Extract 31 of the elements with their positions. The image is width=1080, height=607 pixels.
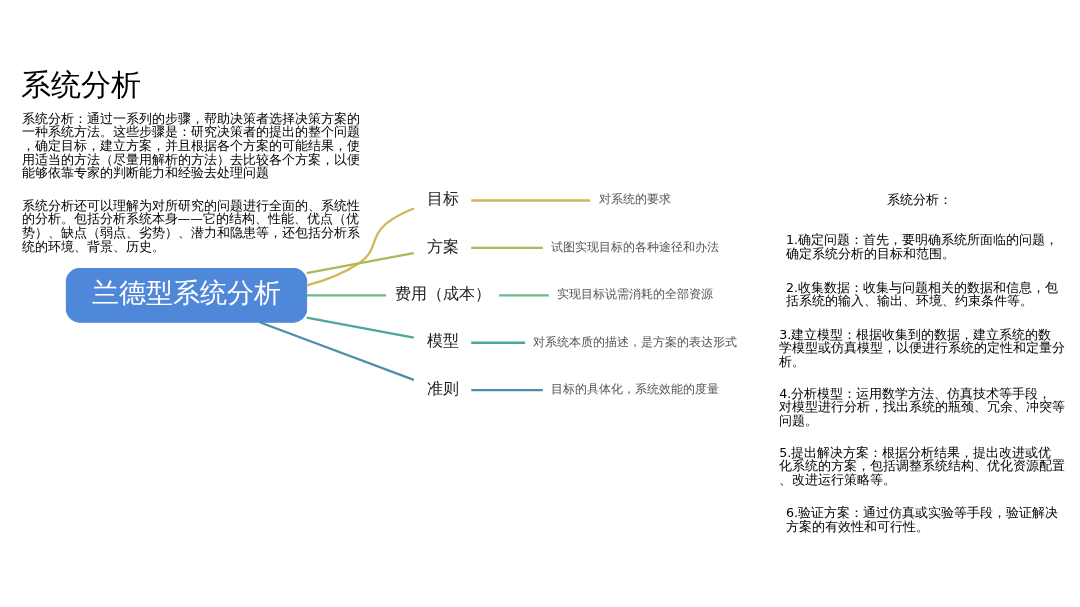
label: 4.分析模型：运用数学方法、仿真技术等手段，对模型进行分析，找出系统的瓶颈、冗余、冲突等问题。 (779, 385, 1066, 429)
node-text: 对系统本质的描述，是方案的表达形式 (532, 334, 737, 349)
connector (471, 389, 543, 392)
label: 2.收集数据：收集与问题相关的数据和信息，包括系统的输入、输出、环境、约束条件等。 (786, 279, 1059, 309)
label: 1.确定问题：首先，要明确系统所面临的问题，确定系统分析的目标和范围。 (786, 232, 1059, 262)
label: 系统分析还可以理解为对所研究的问题进行全面的、系统性的分析。包括分析系统本身——它的结构、性能、优点（优势）、缺点（弱点、劣势）、潜力和隐患等，还包括分析系统的环境、背景、历史。 (21, 197, 360, 254)
connector (306, 316, 414, 339)
node-text: 对系统的要求 (598, 192, 671, 207)
label: 系统分析： (886, 191, 952, 207)
node-text: 目标 (426, 189, 459, 209)
connector (471, 341, 526, 344)
diagram-title: 系统分析 (20, 68, 141, 103)
label: 6.验证方案：通过仿真或实验等手段，验证解决方案的有效性和可行性。 (786, 505, 1059, 534)
connector (306, 251, 414, 275)
connector (499, 294, 549, 297)
node-text: 模型 (426, 331, 459, 351)
label: 5.提出解决方案：根据分析结果，提出改进或优化系统的方案，包括调整系统结构、优化资源配置、改进运行策略等。 (779, 444, 1066, 488)
node-text: 费用（成本） (394, 284, 491, 304)
label: 3.建立模型：根据收集到的数据，建立系统的数学模型或仿真模型，以便进行系统的定性和定量分析。 (779, 326, 1066, 370)
node-text: 试图实现目标的各种途径和办法 (550, 239, 719, 254)
connector (471, 199, 591, 202)
node-text: 目标的具体化，系统效能的度量 (550, 382, 719, 397)
node-text: 实现目标说需消耗的全部资源 (556, 287, 713, 302)
connector (306, 207, 415, 287)
connector (306, 294, 386, 297)
connector (259, 321, 415, 381)
node-text: 准则 (426, 378, 459, 398)
connector (471, 246, 543, 250)
node-box: 兰德型系统分析 (65, 267, 308, 323)
label: 系统分析：通过一系列的步骤，帮助决策者选择决策方案的一种系统方法。这些步骤是：研究决策者的提出的整个问题，确定目标，建立方案，并且根据各个方案的可能结果，使用适当的方法（尽量用解析的方法）去比较各个方案，以便能够依靠专家的判断能力和经验去处理问题 (21, 110, 360, 181)
node-text: 方案 (426, 236, 459, 256)
